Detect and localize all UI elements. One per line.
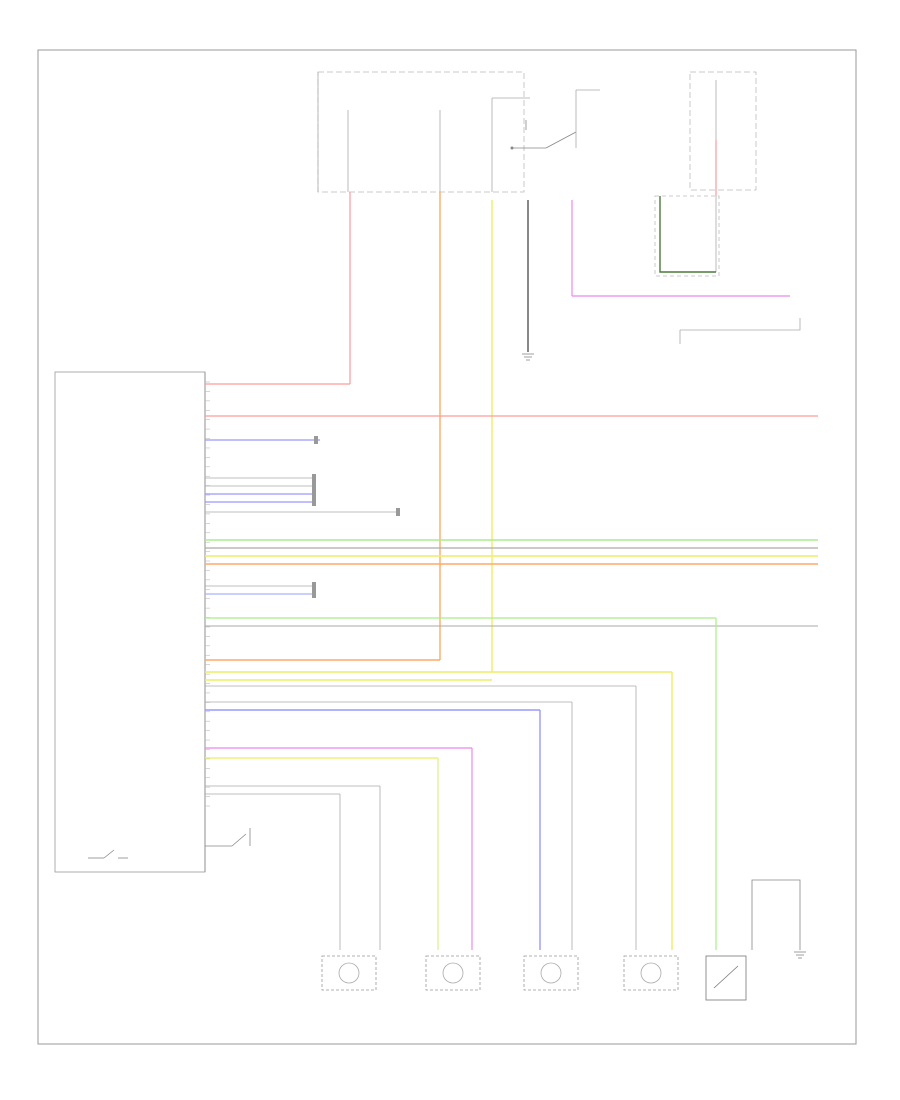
module-internal-switch — [88, 828, 251, 859]
left-rear-wheel-speed-sensor — [523, 955, 579, 991]
module-pin-connector — [205, 381, 210, 807]
underhood-fuse-block — [317, 71, 530, 193]
wire-gray-loop-right — [751, 879, 801, 950]
right-rear-wheel-speed-sensor — [623, 955, 679, 991]
electronic-brake-control-module — [54, 371, 206, 873]
diagram-border — [37, 49, 857, 1045]
left-front-wheel-speed-sensor — [321, 955, 377, 991]
wire-dark-loop — [659, 196, 716, 273]
brake-switch — [510, 89, 600, 150]
right-front-wheel-speed-sensor — [425, 955, 481, 991]
brake-fluid-level-switch — [705, 955, 747, 1001]
ground-symbol — [522, 353, 534, 361]
right-fuse-block — [654, 71, 757, 277]
connector-stub-group — [312, 436, 400, 598]
wire-gray-sensor — [679, 318, 801, 344]
ground-right — [794, 951, 806, 959]
